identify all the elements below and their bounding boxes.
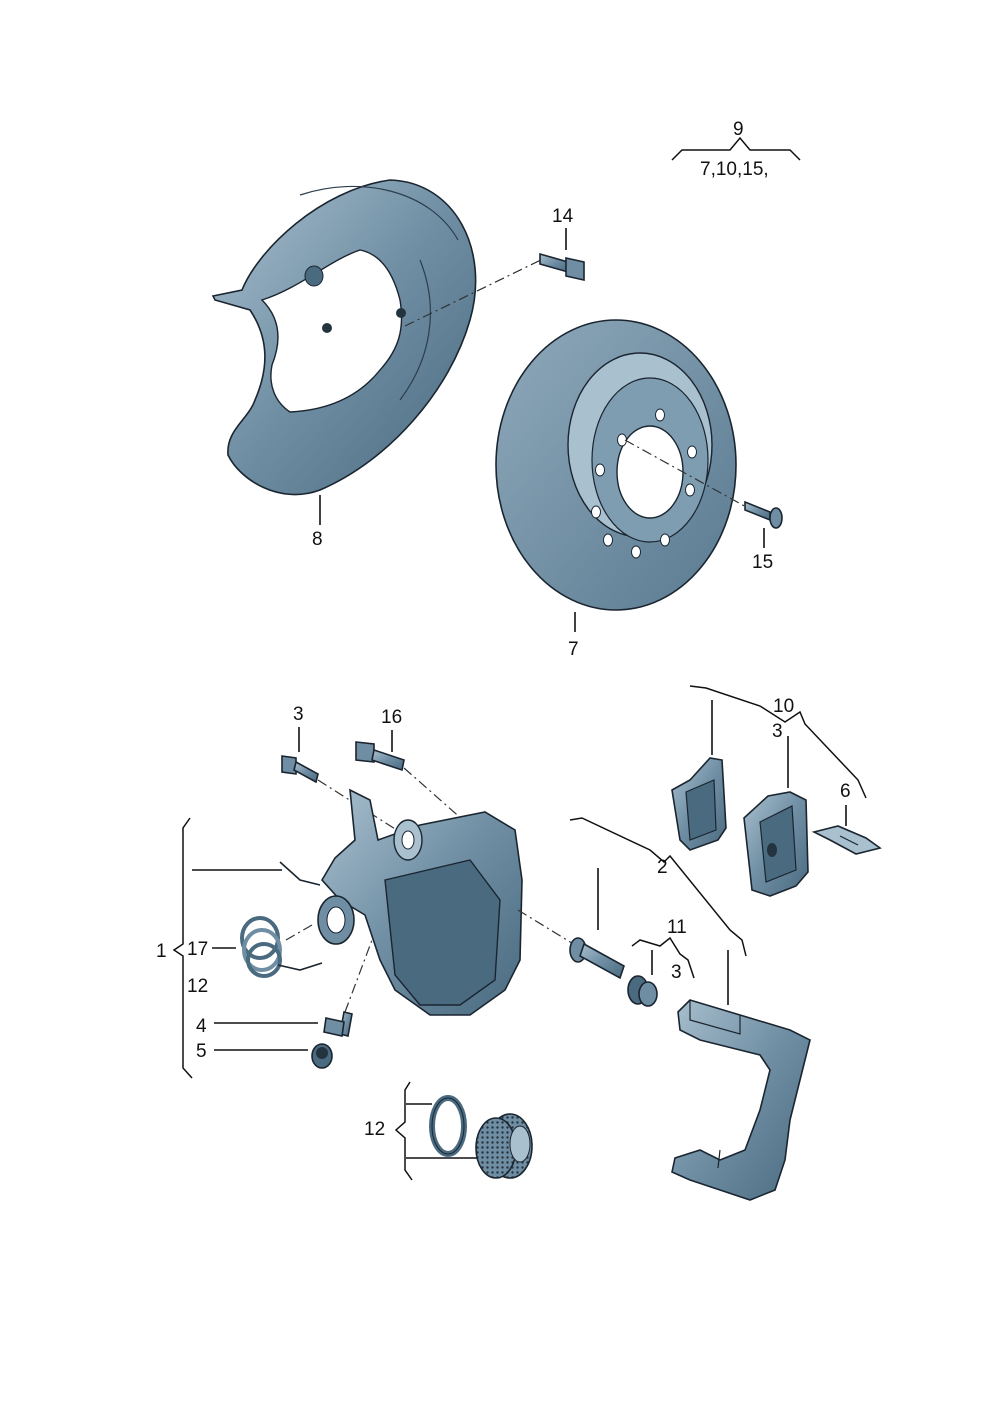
brake-pad-inner	[671, 757, 727, 851]
label-6: 6	[840, 781, 851, 802]
brake-disc	[495, 319, 737, 611]
bleeder-valve-4	[323, 1011, 353, 1037]
label-3-pads: 3	[772, 721, 783, 742]
label-12-caliper: 12	[187, 976, 208, 997]
screw-15	[744, 500, 783, 529]
group-bracket-9: 9 7,10,15,	[671, 119, 801, 180]
guide-pin-boot	[627, 975, 658, 1007]
label-11: 11	[667, 917, 687, 938]
dash-line-guide	[517, 909, 576, 946]
label-15: 15	[752, 552, 773, 573]
label-8: 8	[312, 529, 323, 550]
dash-line-15	[624, 439, 749, 509]
caliper-bolt-16	[355, 741, 405, 772]
label-1: 1	[156, 941, 167, 962]
dash-line-14	[404, 257, 546, 327]
label-4: 4	[196, 1016, 207, 1037]
label-9-group: 7,10,15,	[700, 159, 769, 180]
bolt-14	[539, 252, 585, 281]
label-7: 7	[568, 639, 579, 660]
group-bracket-1	[172, 817, 318, 1079]
label-3-bolt: 3	[293, 704, 304, 725]
caliper-bolt-3	[281, 755, 319, 784]
group-bracket-2	[569, 817, 747, 1005]
repair-kit-12	[394, 1081, 533, 1181]
dash-line-4	[344, 939, 373, 1013]
brake-caliper	[279, 788, 523, 1016]
brake-backing-plate	[211, 179, 477, 496]
guide-pin	[569, 937, 625, 980]
parking-brake-spring-17	[240, 916, 323, 978]
label-5: 5	[196, 1041, 207, 1062]
caliper-carrier-bracket	[671, 999, 811, 1201]
label-12-repair: 12	[364, 1119, 385, 1140]
group-bracket-10	[689, 685, 867, 826]
dust-cap-5	[311, 1043, 333, 1069]
label-16: 16	[381, 707, 402, 728]
label-3-guide: 3	[671, 962, 682, 983]
label-14: 14	[552, 206, 574, 227]
label-17: 17	[187, 939, 208, 960]
label-10: 10	[773, 696, 794, 717]
label-9: 9	[733, 119, 744, 140]
group-bracket-11	[631, 936, 695, 979]
brake-pad-outer	[743, 791, 809, 897]
label-2: 2	[657, 857, 668, 878]
anti-rattle-spring-6	[811, 825, 882, 855]
dash-line-17	[285, 924, 313, 941]
